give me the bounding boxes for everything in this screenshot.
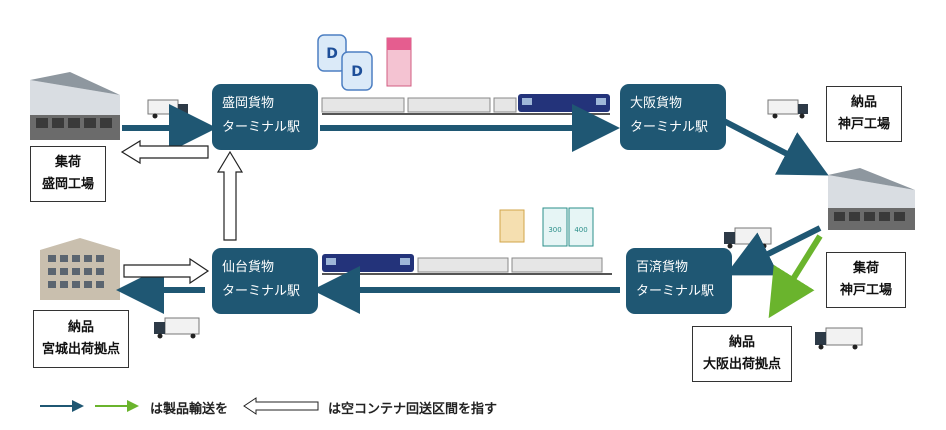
label-deliver-kobe-line2: 神戸工場	[837, 117, 890, 132]
station-osaka-sub: ターミナル駅	[630, 120, 709, 135]
train-icon	[321, 94, 610, 115]
product-label: 400	[574, 226, 587, 234]
arrow-empty-morioka-station-to-factory	[120, 139, 209, 165]
product-package-icon: 400	[568, 207, 594, 247]
station-morioka: 盛岡貨物 ターミナル駅	[212, 84, 318, 150]
product-package-icon	[499, 209, 525, 243]
truck-icon	[724, 227, 772, 249]
station-kudara-sub: ターミナル駅	[636, 284, 715, 299]
label-deliver-osaka: 納品 大阪出荷拠点	[692, 326, 792, 382]
label-collect-morioka-line2: 盛岡工場	[41, 177, 94, 192]
legend-empty-text: は空コンテナ回送区間を指す	[328, 402, 498, 417]
legend-hollow-arrow	[243, 397, 319, 415]
station-kudara-name: 百済貨物	[636, 260, 689, 275]
miyagi-building-icon	[40, 238, 120, 300]
label-deliver-kobe: 納品 神戸工場	[826, 86, 902, 142]
station-sendai: 仙台貨物 ターミナル駅	[212, 248, 318, 314]
label-deliver-miyagi: 納品 宮城出荷拠点	[33, 310, 129, 368]
label-deliver-osaka-line1: 納品	[728, 335, 755, 350]
label-collect-kobe: 集荷 神戸工場	[826, 252, 906, 308]
truck-icon	[767, 99, 808, 119]
label-collect-kobe-line1: 集荷	[852, 261, 879, 276]
truck-icon	[154, 317, 200, 339]
arrow-kobe-to-kudara	[725, 225, 822, 276]
station-morioka-sub: ターミナル駅	[222, 120, 301, 135]
label-collect-morioka-line1: 集荷	[54, 155, 81, 170]
product-label: 300	[548, 226, 561, 234]
legend-product-text: は製品輸送を	[150, 402, 229, 417]
arrow-osaka-to-kobe-factory	[720, 117, 829, 176]
product-package-icon: D	[317, 34, 347, 72]
product-package-icon: D	[341, 51, 373, 91]
label-deliver-osaka-line2: 大阪出荷拠点	[702, 357, 781, 372]
station-osaka: 大阪貨物 ターミナル駅	[620, 84, 726, 150]
label-collect-morioka: 集荷 盛岡工場	[30, 146, 106, 202]
kobe-factory-icon	[828, 168, 915, 230]
station-sendai-sub: ターミナル駅	[222, 284, 301, 299]
arrow-empty-sendai-to-morioka	[216, 150, 244, 241]
product-label: D	[326, 46, 338, 62]
arrow-kobe-to-osaka-delivery	[768, 234, 823, 319]
morioka-factory-icon	[30, 72, 120, 140]
product-label: D	[351, 64, 363, 80]
label-collect-kobe-line2: 神戸工場	[839, 283, 892, 298]
arrow-empty-miyagi-to-sendai	[123, 257, 210, 285]
label-deliver-miyagi-line2: 宮城出荷拠点	[41, 342, 120, 357]
product-package-icon	[386, 37, 412, 87]
truck-icon	[815, 327, 863, 350]
station-morioka-name: 盛岡貨物	[222, 96, 275, 111]
station-osaka-name: 大阪貨物	[630, 96, 683, 111]
station-kudara: 百済貨物 ターミナル駅	[626, 248, 732, 314]
truck-icon	[147, 99, 188, 119]
product-package-icon: 300	[542, 207, 568, 247]
label-deliver-miyagi-line1: 納品	[67, 320, 94, 335]
station-sendai-name: 仙台貨物	[222, 260, 275, 275]
train-icon	[322, 254, 612, 275]
label-deliver-kobe-line1: 納品	[850, 95, 877, 110]
